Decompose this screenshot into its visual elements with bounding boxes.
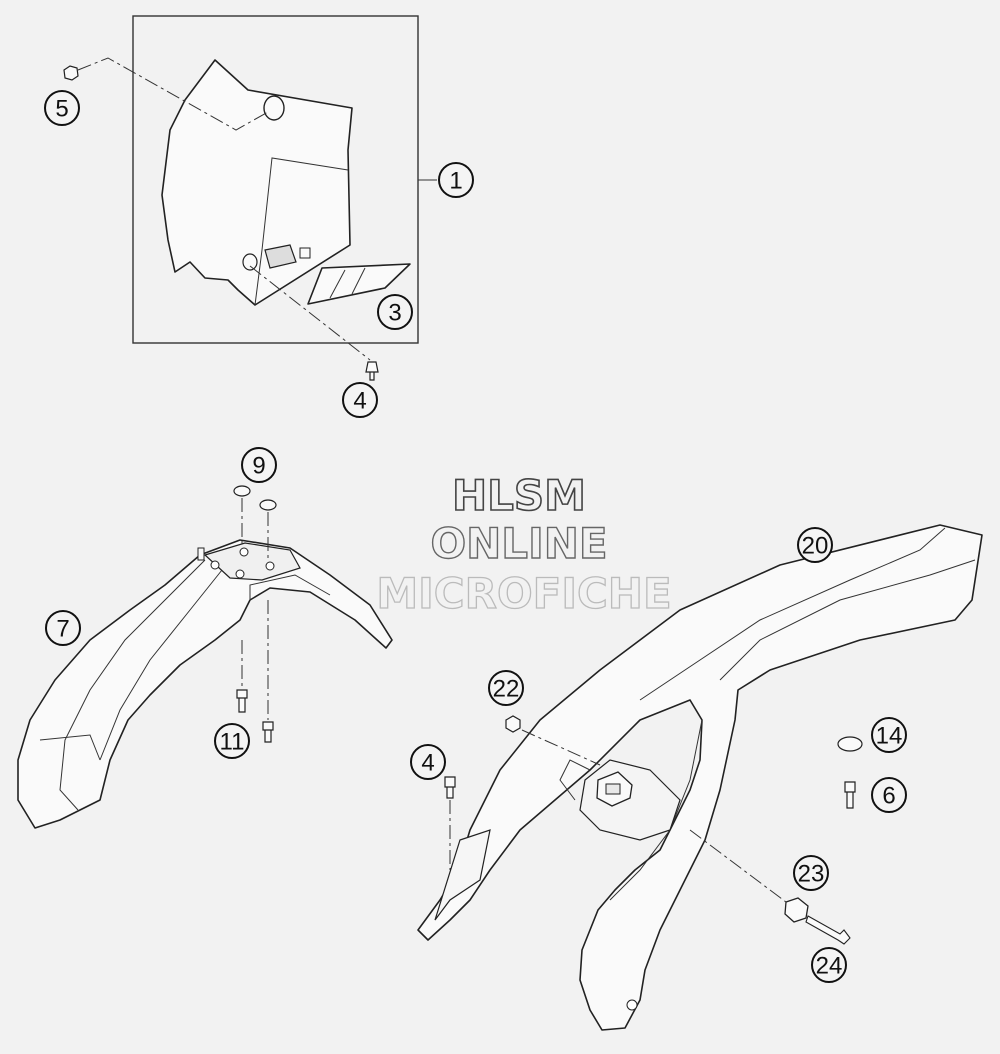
rear-washer[interactable]: [837, 736, 863, 752]
rear-bolt[interactable]: [844, 781, 856, 809]
callout-22[interactable]: 22: [488, 670, 524, 706]
number-plate[interactable]: [161, 59, 353, 306]
callout-5-label: 5: [55, 96, 68, 123]
fender-screw-right[interactable]: [262, 721, 274, 743]
front-fender-top-plate: [203, 542, 301, 581]
callout-23[interactable]: 23: [793, 855, 829, 891]
fender-hole-1: [239, 547, 249, 557]
fender-stud: [197, 547, 205, 561]
callout-7-label: 7: [56, 616, 69, 643]
callout-24[interactable]: 24: [811, 947, 847, 983]
rear-fender-ridge-1: [639, 527, 946, 701]
fender-hole-3: [235, 569, 245, 579]
front-fender-inner-panel: [39, 574, 331, 761]
rear-fender-group: [417, 524, 983, 1031]
callout-11-label: 11: [220, 729, 245, 756]
callout-9-label: 9: [252, 453, 265, 480]
watermark-line-1: HLSM: [452, 471, 586, 520]
plate-screw-leader: [249, 265, 371, 361]
number-plate-fold: [254, 157, 349, 306]
watermark-line-3: MICROFICHE: [376, 569, 671, 618]
rear-nut[interactable]: [505, 715, 521, 733]
front-fender-ridge: [59, 559, 206, 811]
callout-20-label: 20: [802, 533, 829, 560]
number-plate-group: [63, 15, 437, 381]
rear-grommet-bolt[interactable]: [805, 915, 851, 945]
callout-3[interactable]: 3: [377, 294, 413, 330]
callout-5[interactable]: 5: [44, 90, 80, 126]
number-plate-small-tab: [299, 247, 311, 259]
callout-23-label: 23: [798, 861, 825, 888]
callout-4-rear[interactable]: 4: [410, 744, 446, 780]
front-fender[interactable]: [17, 539, 393, 829]
fender-hole-2: [265, 561, 275, 571]
callout-14[interactable]: 14: [871, 717, 907, 753]
callout-22-label: 22: [493, 676, 520, 703]
rear-grommet-leader: [689, 829, 787, 903]
callout-14-label: 14: [876, 723, 903, 750]
number-plate-upper-mount: [263, 95, 285, 121]
plate-screw[interactable]: [365, 361, 379, 381]
callout-3-label: 3: [388, 300, 401, 327]
rear-grommet[interactable]: [784, 897, 809, 923]
rear-fender-tail-hole: [626, 999, 638, 1011]
callout-24-label: 24: [816, 953, 843, 980]
callout-9[interactable]: 9: [241, 447, 277, 483]
front-fender-ridge-2: [99, 559, 231, 761]
callout-4-plate-label: 4: [353, 388, 366, 415]
decal-sticker[interactable]: [307, 263, 411, 305]
number-plate-strap-slot: [264, 244, 297, 269]
callout-20[interactable]: 20: [797, 527, 833, 563]
watermark-line-2: ONLINE: [430, 519, 607, 568]
fender-washer-right[interactable]: [259, 499, 277, 511]
decal-sticker-stripe: [329, 267, 366, 299]
callout-1[interactable]: 1: [438, 162, 474, 198]
callout-4-rear-label: 4: [421, 750, 434, 777]
callout-7[interactable]: 7: [45, 610, 81, 646]
fender-screw-left[interactable]: [236, 689, 248, 713]
number-plate-lower-mount: [242, 253, 258, 271]
callout-4-plate[interactable]: 4: [342, 382, 378, 418]
fender-washer-left[interactable]: [233, 485, 251, 497]
plate-nut[interactable]: [63, 65, 79, 81]
watermark: HLSM ONLINE MICROFICHE: [376, 470, 673, 618]
rear-fender-ridge-2: [719, 559, 976, 681]
front-fender-group: [17, 485, 393, 829]
rear-fender-inner-panel: [579, 759, 681, 841]
callout-6[interactable]: 6: [871, 777, 907, 813]
rear-fender-side-flap: [434, 829, 491, 921]
callout-6-label: 6: [882, 783, 895, 810]
rear-fender-tab: [605, 783, 621, 795]
callout-11[interactable]: 11: [214, 723, 250, 759]
callout-1-label: 1: [449, 168, 462, 195]
fender-hole-4: [210, 560, 220, 570]
rear-screw[interactable]: [444, 776, 456, 799]
plate-nut-leader: [77, 57, 269, 131]
